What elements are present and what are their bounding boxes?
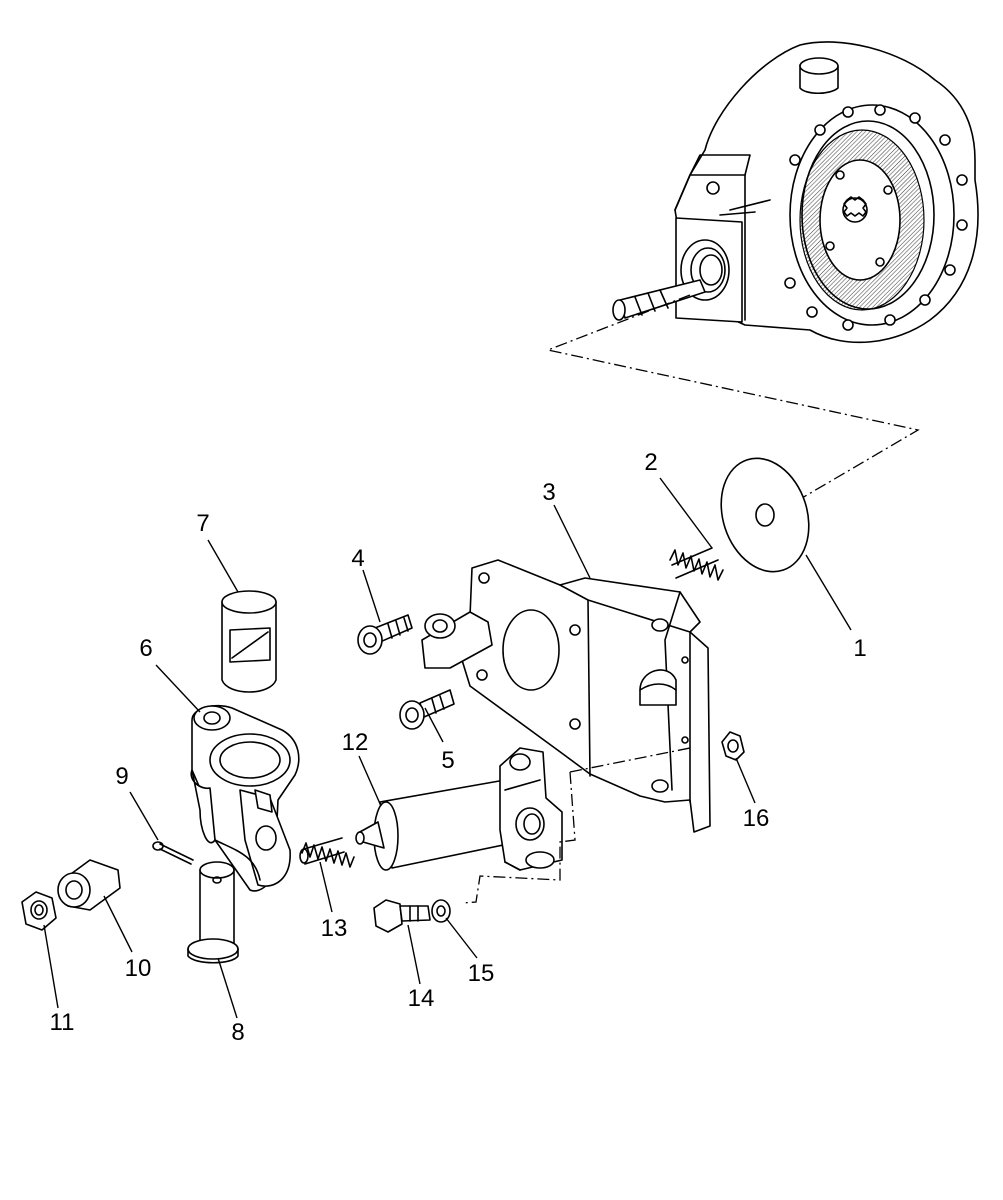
- callout-16: 16: [743, 805, 770, 832]
- callout-4: 4: [351, 545, 364, 572]
- part-12-cylinder: [355, 747, 563, 871]
- callout-14: 14: [408, 985, 435, 1012]
- callout-2: 2: [644, 449, 657, 476]
- leader-2: [659, 477, 713, 549]
- callout-3: 3: [542, 479, 555, 506]
- leader-11: [43, 924, 59, 1009]
- leader-6: [155, 664, 201, 713]
- part-11-hex-nut: [21, 891, 57, 931]
- brake-housing: [612, 41, 979, 344]
- leader-13: [319, 861, 333, 913]
- part-8-pin: [187, 861, 239, 964]
- callout-7: 7: [196, 510, 209, 537]
- part-10-coupling-nut: [57, 859, 121, 911]
- callout-labels: 1 2 3 4 5 6 7 8 9 10 11 12 13 14 15 16: [50, 449, 867, 1046]
- leader-lines: [43, 477, 852, 1019]
- leader-15: [445, 917, 478, 959]
- part-9-cotter-pin: [152, 841, 194, 865]
- callout-13: 13: [321, 915, 348, 942]
- part-14-bolt: [373, 899, 431, 933]
- part-6-lever: [190, 704, 300, 892]
- leader-8: [217, 957, 238, 1019]
- leader-16: [735, 757, 756, 804]
- callout-15: 15: [468, 960, 495, 987]
- part-2-spring: [669, 547, 724, 581]
- part-15-washer: [431, 899, 451, 923]
- part-4-screw: [357, 614, 413, 655]
- part-3-bracket: [421, 559, 711, 833]
- leader-10: [103, 895, 133, 953]
- callout-10: 10: [125, 955, 152, 982]
- callout-6: 6: [139, 635, 152, 662]
- part-1-disc: [720, 457, 810, 573]
- part-5-screw: [399, 689, 455, 730]
- part-7-sleeve: [221, 590, 277, 693]
- leader-5: [424, 707, 444, 743]
- leader-1: [805, 554, 852, 631]
- leader-14: [407, 924, 421, 985]
- assembly-line-lower: [461, 747, 691, 904]
- leader-3: [553, 504, 591, 579]
- callout-8: 8: [231, 1019, 244, 1046]
- part-13-spring: [299, 837, 355, 868]
- callout-5: 5: [441, 747, 454, 774]
- callout-9: 9: [115, 763, 128, 790]
- callout-1: 1: [853, 635, 866, 662]
- leader-9: [129, 791, 159, 841]
- callout-12: 12: [342, 729, 369, 756]
- leader-4: [362, 569, 381, 623]
- callout-11: 11: [50, 1009, 75, 1036]
- leader-12: [358, 755, 382, 807]
- leader-7: [207, 539, 239, 593]
- part-16-nut: [721, 731, 745, 761]
- assembly-line-upper: [545, 294, 920, 506]
